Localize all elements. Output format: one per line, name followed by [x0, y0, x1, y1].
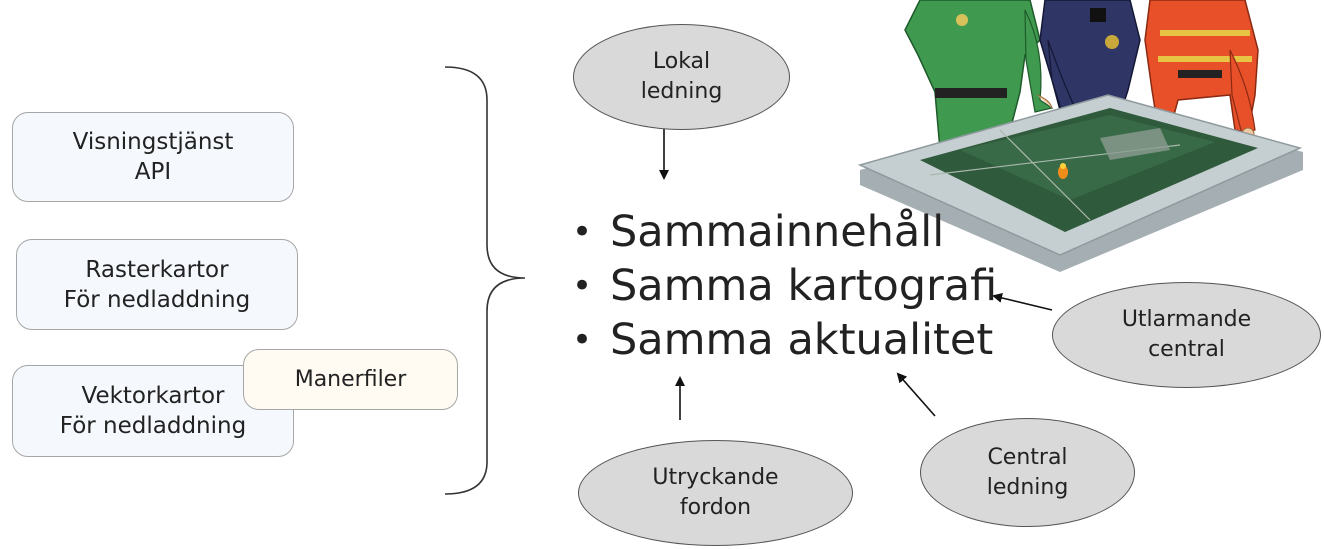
box-manerfiler-label: Manerfiler	[294, 366, 407, 392]
ellipse-central-line2: ledning	[986, 474, 1069, 500]
ellipse-utryckande-line1: Utryckande	[652, 465, 779, 490]
ellipse-central-ledning: Central ledning	[920, 418, 1135, 527]
ellipse-lokal-ledning: Lokal ledning	[573, 24, 790, 130]
ellipse-utlarmande-central: Utlarmande central	[1052, 282, 1321, 388]
bullet-item: Samma aktualitet	[568, 313, 997, 367]
ellipse-utlarmande-line1: Utlarmande	[1121, 307, 1252, 332]
box-visningstjanst-line1: Visningstjänst	[72, 129, 234, 155]
box-rasterkartor-line1: Rasterkartor	[85, 256, 229, 283]
ellipse-utryckande-fordon: Utryckande fordon	[578, 440, 853, 546]
box-rasterkartor-line2: För nedladdning	[63, 286, 251, 313]
arrow-utlarmande-central	[992, 293, 1053, 311]
ellipse-utryckande-line2: fordon	[679, 495, 752, 520]
ellipse-central-line1: Central	[987, 444, 1068, 470]
box-vektorkartor-line2: För nedladdning	[59, 413, 247, 439]
ellipse-lokal-line1: Lokal	[652, 49, 711, 74]
ellipse-lokal-line2: ledning	[640, 79, 723, 104]
bullet-list: Sammainnehåll Samma kartografi Samma akt…	[568, 205, 997, 367]
box-visningstjanst-api: Visningstjänst API	[12, 112, 294, 202]
box-visningstjanst-line2: API	[134, 159, 172, 185]
bullet-item: Sammainnehåll	[568, 205, 997, 259]
emergency-personnel-illustration-icon	[857, 0, 1303, 272]
curly-brace	[444, 66, 526, 495]
box-rasterkartor: Rasterkartor För nedladdning	[16, 239, 298, 330]
box-manerfiler: Manerfiler	[243, 349, 458, 410]
arrow-central-ledning	[896, 372, 936, 417]
bullet-item: Samma kartografi	[568, 259, 997, 313]
box-vektorkartor-line1: Vektorkartor	[81, 383, 225, 409]
ellipse-utlarmande-line2: central	[1148, 337, 1225, 362]
